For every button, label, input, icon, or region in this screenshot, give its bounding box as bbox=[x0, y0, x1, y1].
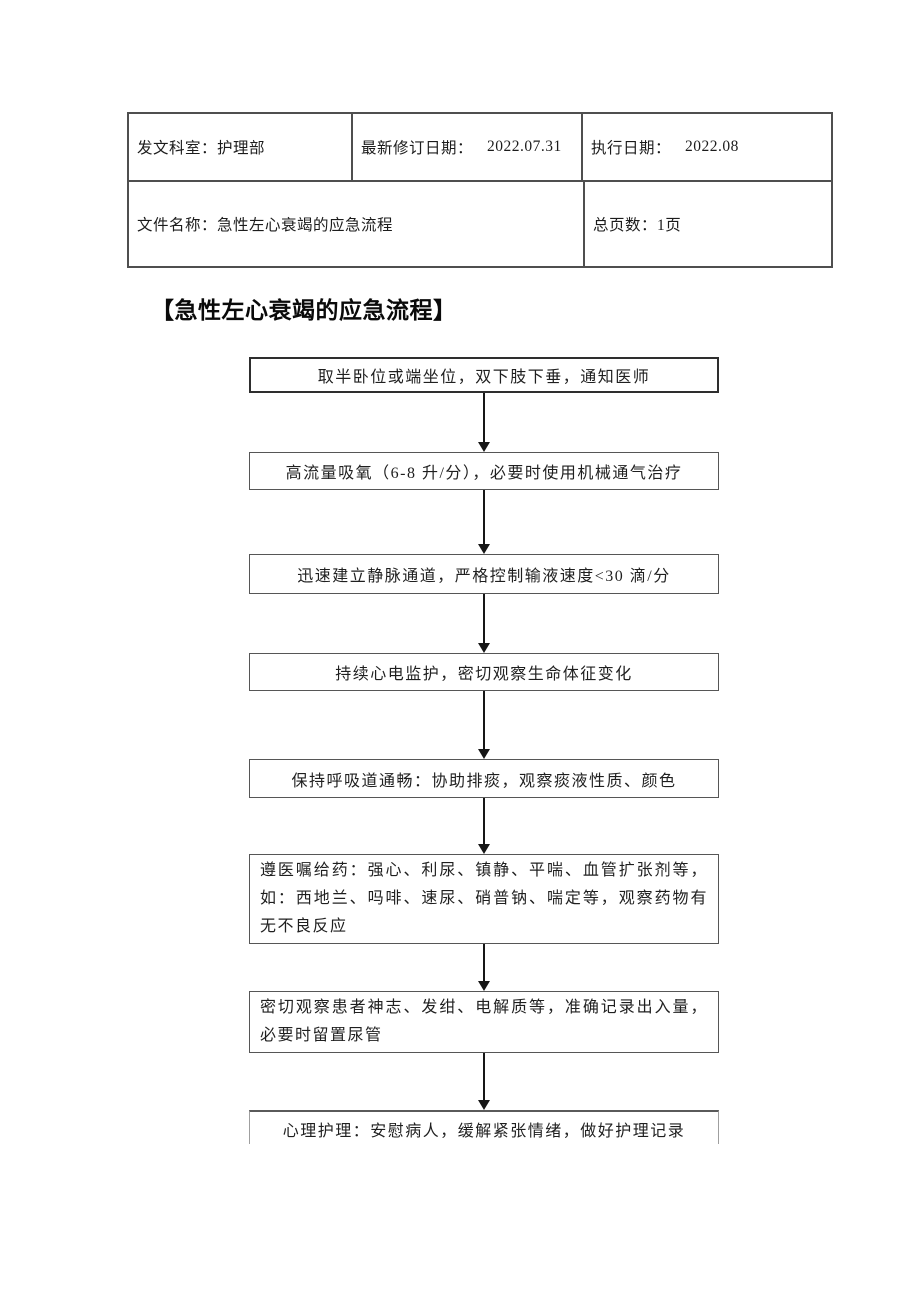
flow-step-3: 迅速建立静脉通道，严格控制输液速度<30 滴/分 bbox=[249, 554, 719, 594]
arrow-head bbox=[478, 544, 490, 554]
flow-step-5: 保持呼吸道通畅：协助排痰，观察痰液性质、颜色 bbox=[249, 759, 719, 798]
flow-step-1: 取半卧位或端坐位，双下肢下垂，通知医师 bbox=[249, 357, 719, 393]
arrow-shaft bbox=[483, 798, 485, 845]
revision-date-cell: 最新修订日期： 2022.07.31 bbox=[353, 114, 583, 180]
total-pages-cell: 总页数：1页 bbox=[585, 182, 831, 266]
execution-date-label: 执行日期： bbox=[591, 140, 672, 157]
header-table-row-2: 文件名称：急性左心衰竭的应急流程 总页数：1页 bbox=[129, 182, 831, 266]
file-name-text: 文件名称：急性左心衰竭的应急流程 bbox=[137, 217, 394, 234]
flow-step-2: 高流量吸氧（6-8 升/分），必要时使用机械通气治疗 bbox=[249, 452, 719, 490]
revision-date-label: 最新修订日期： bbox=[361, 140, 474, 157]
arrow-shaft bbox=[483, 944, 485, 982]
flow-arrow-down-icon bbox=[249, 1053, 719, 1110]
execution-date-value: 2022.08 bbox=[685, 138, 739, 155]
flow-arrow-down-icon bbox=[249, 594, 719, 653]
arrow-head bbox=[478, 1100, 490, 1110]
total-pages-text: 总页数：1页 bbox=[593, 217, 682, 234]
arrow-head bbox=[478, 981, 490, 991]
arrow-head bbox=[478, 749, 490, 759]
arrow-shaft bbox=[483, 1053, 485, 1101]
revision-date-value: 2022.07.31 bbox=[487, 138, 562, 155]
arrow-shaft bbox=[483, 691, 485, 750]
flow-arrow-down-icon bbox=[249, 490, 719, 554]
header-table-row-1: 发文科室：护理部 最新修订日期： 2022.07.31 执行日期： 2022.0… bbox=[129, 114, 831, 182]
arrow-shaft bbox=[483, 594, 485, 644]
arrow-shaft bbox=[483, 393, 485, 443]
flow-step-4: 持续心电监护，密切观察生命体征变化 bbox=[249, 653, 719, 691]
flow-step-6: 遵医嘱给药：强心、利尿、镇静、平喘、血管扩张剂等，如：西地兰、吗啡、速尿、硝普钠… bbox=[249, 854, 719, 944]
issuing-dept-cell: 发文科室：护理部 bbox=[129, 114, 353, 180]
flowchart: 取半卧位或端坐位，双下肢下垂，通知医师 高流量吸氧（6-8 升/分），必要时使用… bbox=[249, 357, 719, 1144]
file-name-cell: 文件名称：急性左心衰竭的应急流程 bbox=[129, 182, 585, 266]
section-title: 【急性左心衰竭的应急流程】 bbox=[151, 297, 457, 323]
arrow-head bbox=[478, 643, 490, 653]
flow-step-7: 密切观察患者神志、发绀、电解质等，准确记录出入量，必要时留置尿管 bbox=[249, 991, 719, 1053]
header-table: 发文科室：护理部 最新修订日期： 2022.07.31 执行日期： 2022.0… bbox=[127, 112, 833, 268]
arrow-shaft bbox=[483, 490, 485, 545]
flow-arrow-down-icon bbox=[249, 798, 719, 854]
flow-arrow-down-icon bbox=[249, 393, 719, 452]
execution-date-cell: 执行日期： 2022.08 bbox=[583, 114, 831, 180]
flow-arrow-down-icon bbox=[249, 691, 719, 759]
flow-step-8: 心理护理：安慰病人，缓解紧张情绪，做好护理记录 bbox=[249, 1110, 719, 1144]
issuing-dept-text: 发文科室：护理部 bbox=[137, 140, 266, 157]
arrow-head bbox=[478, 844, 490, 854]
arrow-head bbox=[478, 442, 490, 452]
flow-arrow-down-icon bbox=[249, 944, 719, 991]
